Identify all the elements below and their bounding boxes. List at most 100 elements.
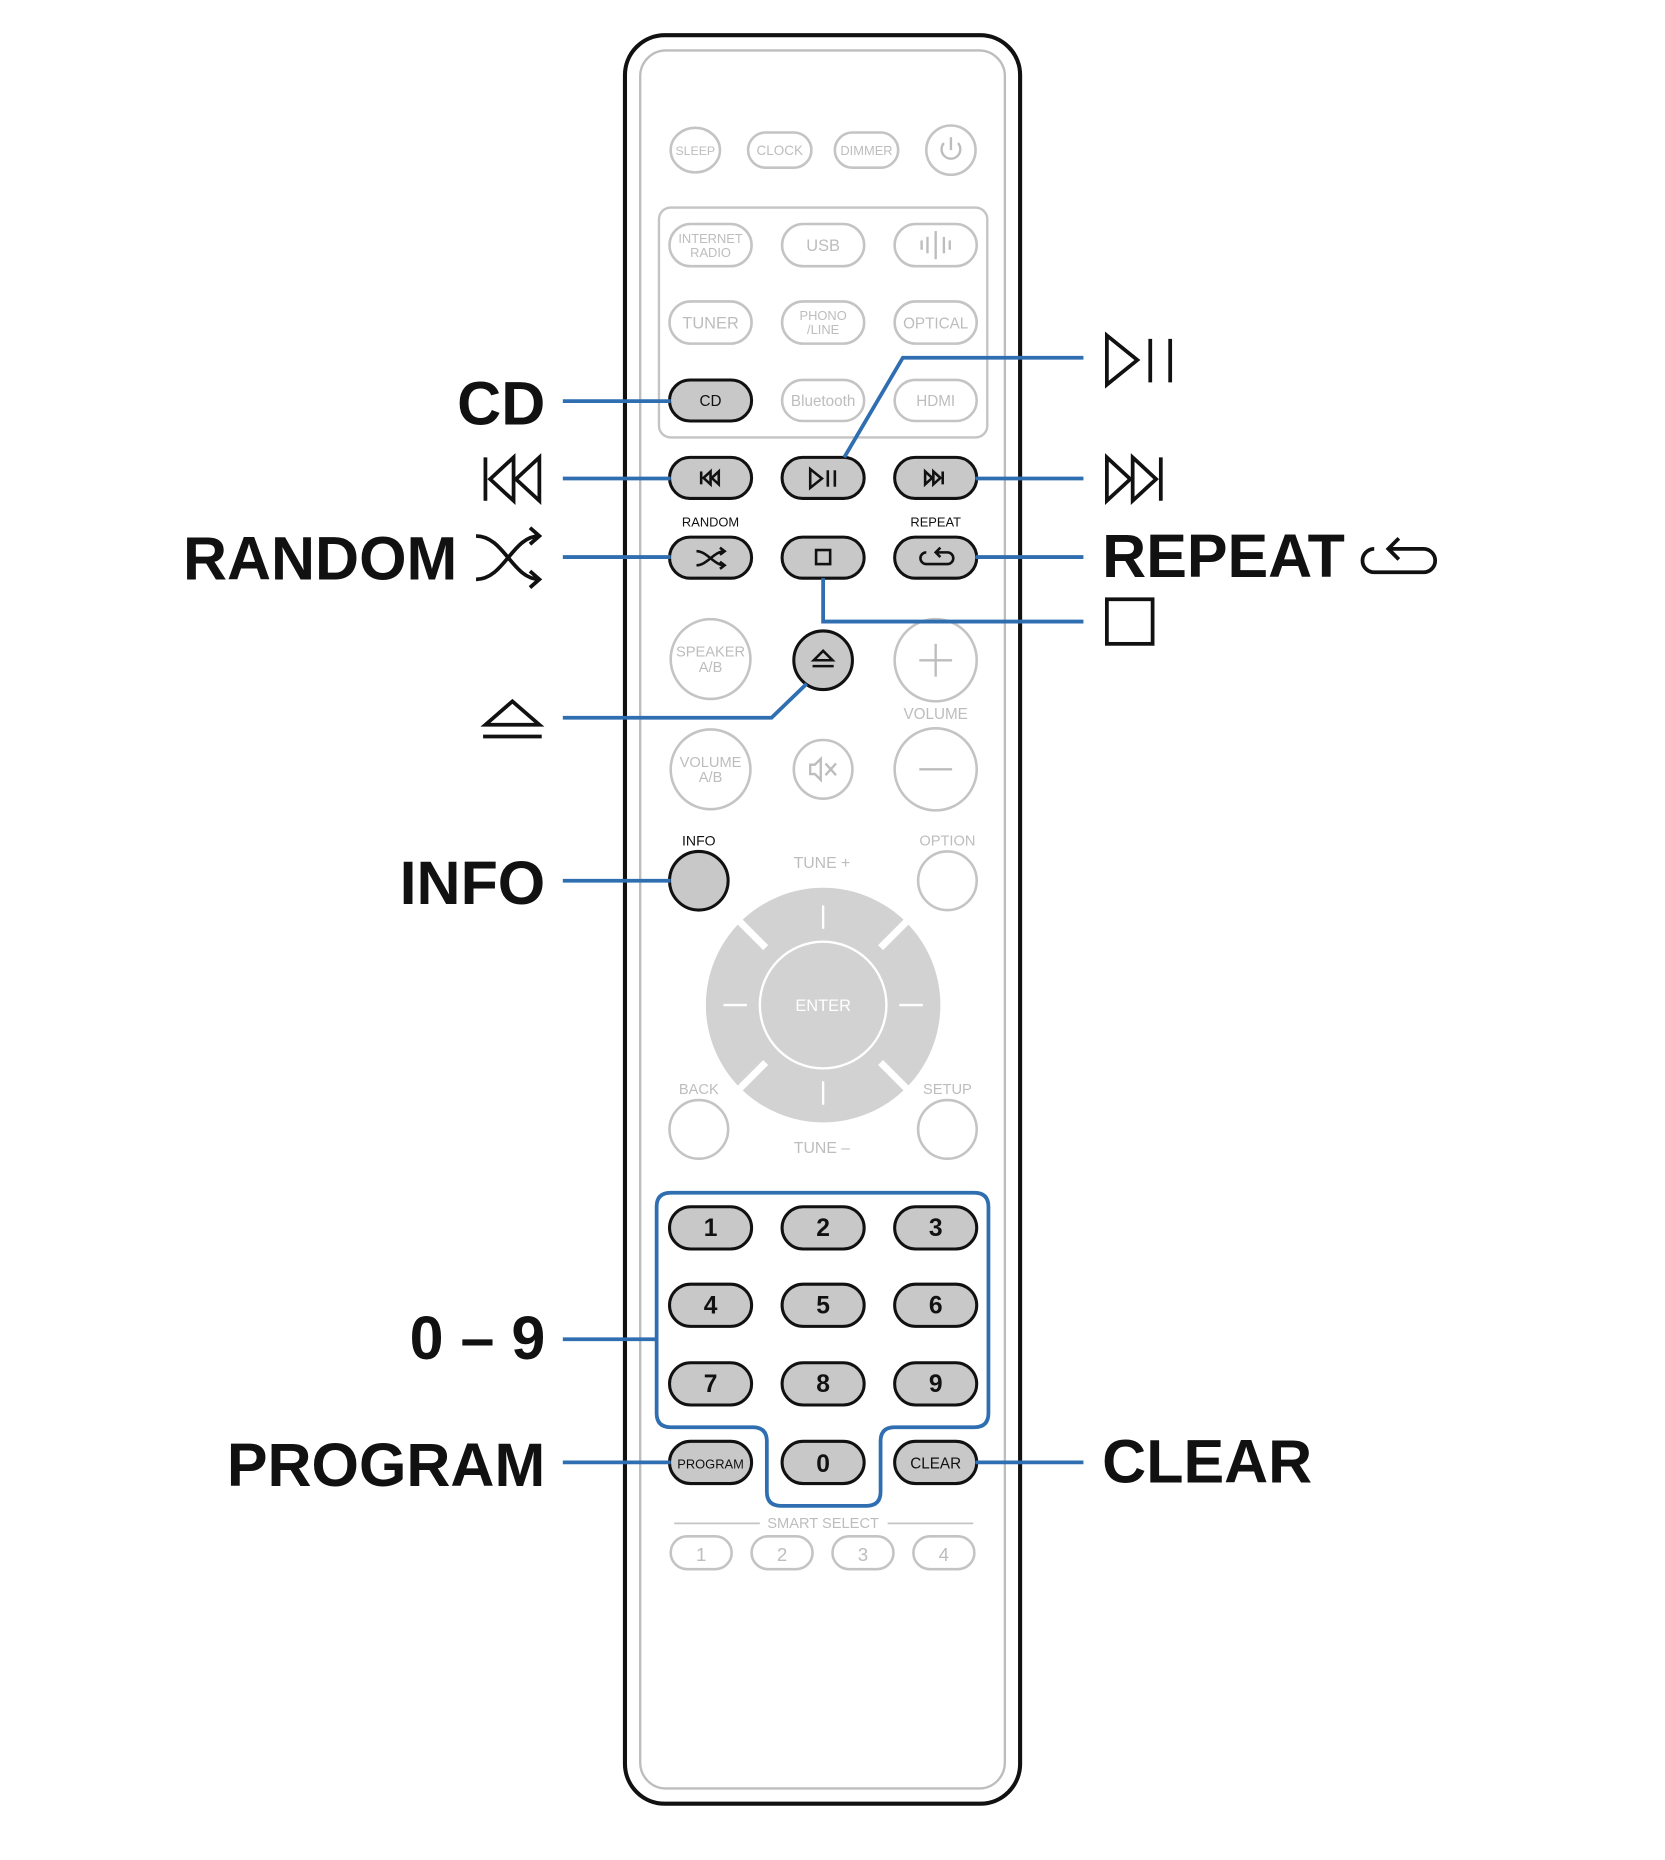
number-3-button[interactable]: 3	[893, 1205, 979, 1251]
number-2-button[interactable]: 2	[780, 1205, 866, 1251]
number-4-button[interactable]: 4	[667, 1282, 754, 1328]
program-button-label: PROGRAM	[677, 1456, 744, 1471]
number-1-button[interactable]: 1	[667, 1205, 754, 1251]
smart-select-1-label: 1	[696, 1544, 706, 1565]
tune-minus-label: TUNE –	[794, 1140, 850, 1157]
info-button[interactable]	[667, 849, 730, 912]
smart-select-3-button[interactable]: 3	[831, 1535, 895, 1571]
number-7-button[interactable]: 7	[667, 1361, 754, 1407]
number-2-label: 2	[816, 1215, 830, 1242]
cd-button[interactable]: CD	[667, 378, 754, 423]
remote-control: SLEEP CLOCK DIMMER INTERNET	[622, 33, 1023, 1806]
clock-label: CLOCK	[757, 143, 803, 158]
smart-select-2-button[interactable]: 2	[750, 1535, 814, 1571]
play-pause-icon	[808, 466, 837, 491]
info-callout: INFO	[400, 849, 546, 917]
skip-back-icon	[699, 468, 721, 488]
number-8-label: 8	[816, 1371, 830, 1398]
number-7-label: 7	[704, 1371, 718, 1398]
setup-button[interactable]	[916, 1098, 979, 1160]
number-6-button[interactable]: 6	[893, 1282, 979, 1328]
volume-ab-label-2: A/B	[699, 770, 723, 786]
stop-button[interactable]	[780, 535, 866, 580]
phono-line-button[interactable]: PHONO /LINE	[780, 300, 866, 345]
number-9-label: 9	[929, 1371, 943, 1398]
repeat-small-label: REPEAT	[910, 515, 961, 530]
hdmi-button[interactable]: HDMI	[893, 378, 979, 423]
clear-button-label: CLEAR	[910, 1455, 961, 1472]
speaker-ab-button[interactable]: SPEAKER A/B	[669, 617, 752, 701]
shuffle-icon	[696, 546, 727, 570]
eject-icon	[810, 649, 836, 668]
program-callout: PROGRAM	[227, 1431, 545, 1499]
skip-forward-button[interactable]	[893, 455, 979, 500]
heos-icon	[920, 231, 951, 260]
plus-icon	[919, 643, 953, 677]
volume-label: VOLUME	[904, 706, 968, 723]
power-button[interactable]	[925, 124, 977, 177]
option-button[interactable]	[916, 850, 979, 912]
volume-ab-button[interactable]: VOLUME A/B	[669, 728, 752, 811]
digits-callout: 0 – 9	[410, 1304, 546, 1372]
dimmer-button[interactable]: DIMMER	[833, 131, 900, 169]
random-small-label: RANDOM	[682, 515, 739, 530]
zero-button[interactable]: 0	[780, 1439, 866, 1486]
source-panel	[657, 206, 989, 439]
skip-back-button[interactable]	[667, 455, 754, 500]
eject-icon	[480, 698, 545, 739]
usb-label: USB	[806, 237, 840, 255]
skip-back-icon	[483, 453, 542, 506]
sleep-button[interactable]: SLEEP	[669, 126, 722, 174]
heos-button[interactable]	[893, 222, 979, 268]
repeat-callout: REPEAT	[1102, 522, 1345, 590]
mute-button[interactable]	[792, 738, 854, 800]
play-pause-button[interactable]	[780, 455, 866, 500]
top-row: SLEEP CLOCK DIMMER	[669, 124, 977, 177]
tuner-button[interactable]: TUNER	[668, 300, 753, 345]
hdmi-label: HDMI	[916, 393, 955, 410]
number-3-label: 3	[929, 1215, 943, 1242]
keypad-bracket	[654, 1190, 991, 1508]
speaker-label: SPEAKER	[676, 645, 745, 661]
number-keypad: 1 2 3 4 5 6 7 8 9	[667, 1205, 979, 1407]
sleep-label: SLEEP	[675, 144, 715, 158]
eject-leader	[562, 682, 809, 720]
clear-button[interactable]: CLEAR	[893, 1439, 979, 1486]
number-5-button[interactable]: 5	[780, 1282, 866, 1328]
smart-select-4-label: 4	[939, 1544, 949, 1565]
back-button[interactable]	[668, 1098, 730, 1160]
smart-select-4-button[interactable]: 4	[912, 1535, 976, 1571]
program-button[interactable]: PROGRAM	[667, 1439, 754, 1486]
zero-button-label: 0	[816, 1451, 830, 1478]
number-1-label: 1	[704, 1215, 718, 1242]
repeat-button[interactable]	[893, 535, 979, 580]
number-9-button[interactable]: 9	[893, 1361, 979, 1407]
cd-callout: CD	[457, 370, 545, 438]
repeat-icon	[919, 546, 955, 566]
number-8-button[interactable]: 8	[780, 1361, 866, 1407]
internet-radio-button[interactable]: INTERNET RADIO	[668, 222, 753, 268]
random-button[interactable]	[667, 535, 754, 580]
power-icon	[940, 137, 962, 160]
dimmer-label: DIMMER	[840, 143, 892, 158]
clear-callout: CLEAR	[1102, 1427, 1312, 1495]
volume-down-button[interactable]	[893, 726, 979, 812]
volume-ab-label-1: VOLUME	[680, 755, 742, 771]
volume-up-button[interactable]	[893, 617, 979, 703]
callout-lines	[562, 355, 1084, 1508]
clock-button[interactable]: CLOCK	[746, 131, 813, 169]
usb-button[interactable]: USB	[780, 222, 866, 268]
random-callout: RANDOM	[183, 524, 457, 592]
bluetooth-label: Bluetooth	[791, 393, 855, 410]
bluetooth-button[interactable]: Bluetooth	[780, 378, 866, 423]
play-pause-icon	[1104, 331, 1173, 389]
smart-select-label: SMART SELECT	[767, 1516, 879, 1532]
number-5-label: 5	[816, 1292, 830, 1319]
tuner-label: TUNER	[682, 314, 739, 332]
smart-select-1-button[interactable]: 1	[669, 1535, 733, 1571]
optical-button[interactable]: OPTICAL	[893, 300, 979, 345]
eject-button[interactable]	[792, 629, 854, 692]
direction-pad[interactable]	[705, 887, 941, 1123]
